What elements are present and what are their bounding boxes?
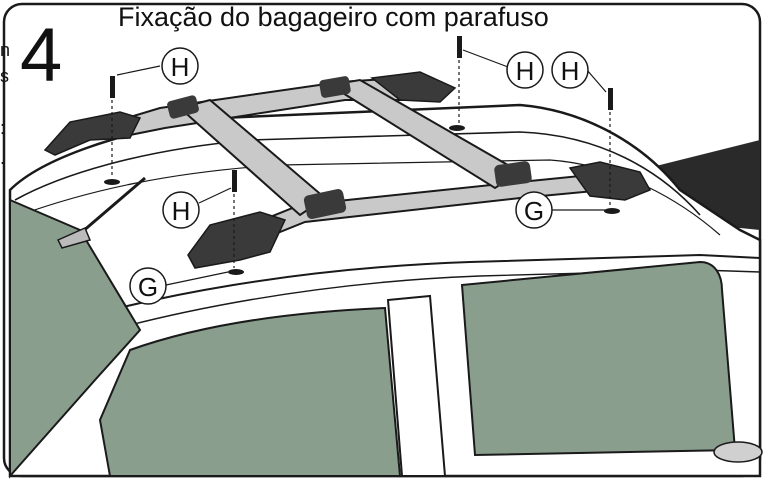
callout-label: H xyxy=(561,56,580,86)
callout-h1: H xyxy=(116,47,199,85)
mounting-hole xyxy=(604,208,620,214)
callout-label: G xyxy=(138,272,158,302)
bolt xyxy=(608,88,613,110)
callout-h4: H xyxy=(162,187,232,229)
bar-clamp xyxy=(167,95,199,119)
bolt xyxy=(110,76,115,98)
mounting-hole xyxy=(228,269,244,275)
rear-door-window xyxy=(460,260,737,457)
bar-clamp xyxy=(494,161,532,187)
callout-h3: H xyxy=(551,51,607,93)
callout-h2: H xyxy=(462,49,544,89)
callout-label: H xyxy=(171,52,190,82)
rail-foot xyxy=(43,111,142,156)
edge-fragment: . xyxy=(0,148,6,168)
callout-g1: G xyxy=(515,191,605,229)
callout-label: H xyxy=(172,196,191,226)
b-pillar xyxy=(386,294,447,477)
bolt-guides xyxy=(110,36,613,268)
rail-foot xyxy=(370,71,457,103)
callout-label: H xyxy=(516,56,535,86)
bar-clamp xyxy=(319,76,351,98)
edge-fragment: n xyxy=(0,40,11,60)
mounting-hole xyxy=(104,179,120,185)
antenna xyxy=(81,176,146,234)
page-title: Fixação do bagageiro com parafuso xyxy=(118,2,549,32)
door-handle xyxy=(713,441,763,463)
bolt xyxy=(457,36,462,58)
edge-fragment: s xyxy=(0,66,9,86)
callout-label: G xyxy=(524,196,544,226)
step-number: 4 xyxy=(20,13,63,98)
windshield xyxy=(9,198,142,479)
front-door-window xyxy=(98,306,402,477)
antenna-base xyxy=(56,227,92,249)
mounting-hole xyxy=(449,125,465,131)
rail-foot xyxy=(187,211,287,269)
bolt xyxy=(232,170,237,192)
callout-g2: G xyxy=(129,267,229,305)
edge-fragment: : xyxy=(0,118,6,138)
bar-clamp xyxy=(303,189,347,219)
